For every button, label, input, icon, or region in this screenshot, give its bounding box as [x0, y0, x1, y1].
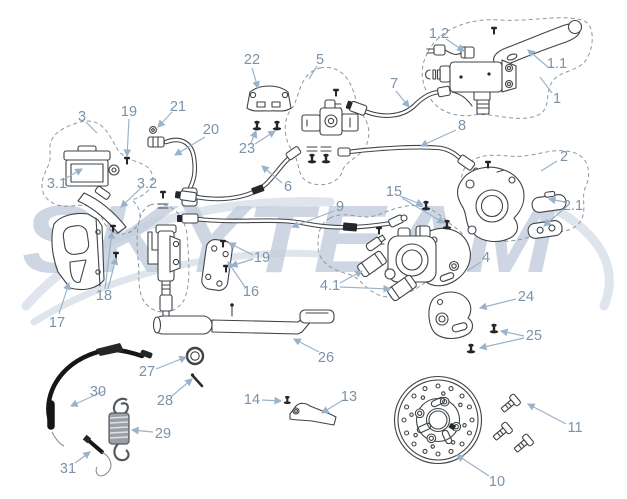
part-label-14: 14: [243, 391, 261, 408]
part-label-3.2: 3.2: [136, 175, 158, 192]
part-label-10: 10: [488, 473, 506, 490]
part-label-2: 2: [559, 148, 569, 165]
brake-cable-drawing: [46, 343, 153, 447]
rear-brake-hose-drawing: [177, 213, 408, 232]
part-label-8: 8: [457, 117, 467, 134]
part-label-7: 7: [389, 75, 399, 92]
part-label-3: 3: [77, 108, 87, 125]
part-label-5: 5: [315, 51, 325, 68]
rear-caliper-drawing: [365, 225, 471, 287]
rear-master-cylinder-drawing: [147, 190, 181, 319]
part-label-16: 16: [242, 283, 260, 300]
part-label-26: 26: [317, 349, 335, 366]
part-label-28: 28: [156, 392, 174, 409]
reservoir-hose-drawing: [77, 192, 127, 234]
part-label-21: 21: [169, 98, 187, 115]
part-label-11: 11: [567, 419, 583, 436]
part-label-18: 18: [95, 287, 113, 304]
part-label-17: 17: [48, 314, 66, 331]
front-brake-lever-assembly-drawing: [424, 19, 583, 115]
part-label-4: 4: [481, 249, 491, 266]
caliper-bracket-drawing: [428, 291, 474, 340]
guard-plate-drawing: [51, 212, 105, 291]
front-caliper-group-outline: [460, 150, 590, 242]
part-label-1.1: 1.1: [546, 55, 568, 72]
middle-brake-hose-drawing: [174, 146, 302, 203]
part-label-9: 9: [335, 198, 345, 215]
part-label-2.1: 2.1: [562, 197, 584, 214]
part-label-4.1: 4.1: [319, 277, 341, 294]
part-label-19: 19: [253, 249, 271, 266]
brake-pedal-drawing: [152, 303, 335, 335]
bracket-drawing: [246, 85, 292, 112]
leader-lines: [58, 38, 567, 477]
part-label-6: 6: [283, 178, 293, 195]
part-label-1.2: 1.2: [428, 25, 450, 42]
cotter-pin-drawing: [190, 373, 204, 388]
part-label-3.1: 3.1: [46, 175, 68, 192]
brake-disc-drawing: [393, 375, 483, 465]
part-label-19: 19: [120, 103, 138, 120]
watermark-swoosh: [21, 197, 614, 326]
part-label-15: 15: [385, 183, 403, 200]
rear-reservoir-drawing: [63, 145, 120, 200]
part-label-30: 30: [89, 383, 107, 400]
junction-valve-drawing: [301, 88, 359, 164]
part-label-20: 20: [202, 121, 220, 138]
part-label-31: 31: [59, 460, 77, 477]
part-label-24: 24: [517, 288, 535, 305]
front-brake-hose-upper-drawing: [345, 85, 473, 118]
fasteners: [110, 120, 499, 354]
part-label-23: 23: [238, 140, 256, 157]
front-caliper-drawing: [456, 160, 525, 243]
part-label-22: 22: [243, 51, 261, 68]
rear-master-cylinder-group-outline: [136, 203, 190, 313]
part-label-13: 13: [340, 388, 358, 405]
part-label-25: 25: [525, 327, 543, 344]
brake-switch-connector-drawing: [426, 44, 475, 59]
rear-brake-pads-drawing: [357, 250, 417, 302]
part-label-1: 1: [552, 90, 562, 107]
return-spring-drawing: [108, 397, 130, 462]
front-master-cylinder-group-outline: [421, 17, 593, 119]
cable-end-drawing: [82, 434, 112, 477]
part-label-27: 27: [138, 363, 156, 380]
small-lever-drawing: [289, 402, 337, 426]
part-label-29: 29: [154, 425, 172, 442]
